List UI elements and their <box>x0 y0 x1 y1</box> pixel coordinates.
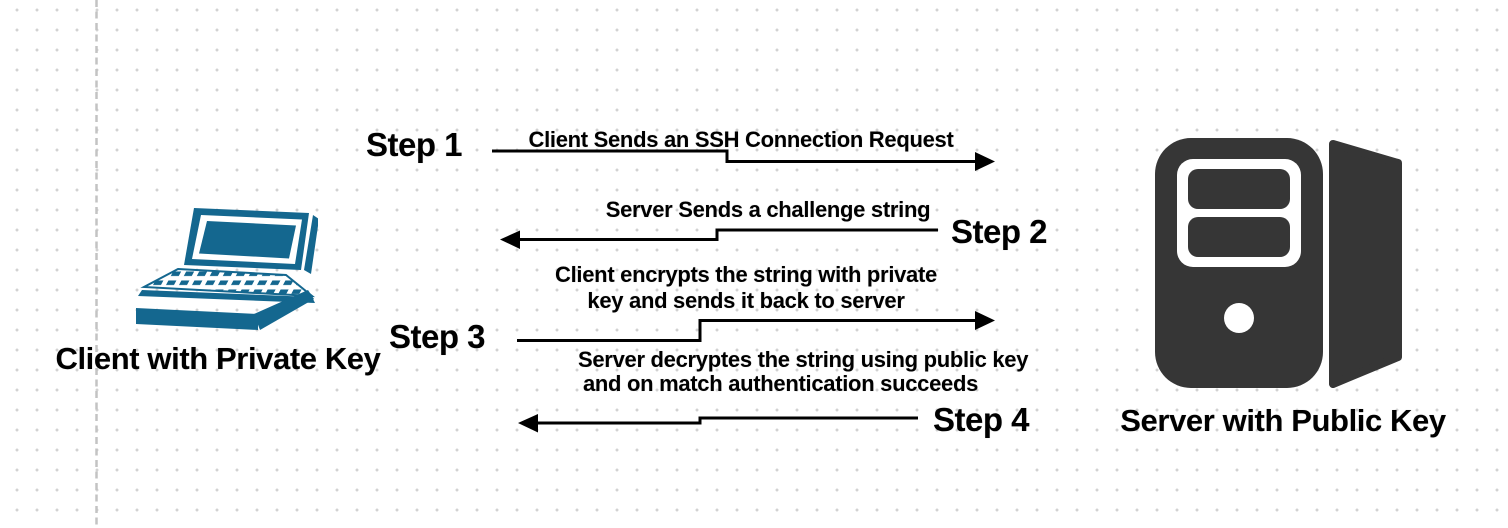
laptop-icon <box>136 208 319 330</box>
server-node <box>1153 136 1411 392</box>
arrowhead-left-step-4 <box>518 414 538 433</box>
arrowhead-right-step-3 <box>975 311 995 330</box>
step-4-message: Server decryptes the string using public… <box>578 347 1029 396</box>
step-4-message-line-2: and on match authentication succeeds <box>582 371 979 396</box>
step-4-label: Step 4 <box>933 401 1030 438</box>
arrowhead-left-step-2 <box>500 230 520 249</box>
server-tower-icon <box>1155 138 1402 388</box>
step-3-label: Step 3 <box>389 318 486 355</box>
arrow-step-4 <box>518 414 918 433</box>
step-1-message: Client Sends an SSH Connection Request <box>528 127 954 152</box>
step-3-message: Client encrypts the string with private … <box>546 262 946 314</box>
arrowhead-right-step-1 <box>975 152 995 171</box>
step-2-message: Server Sends a challenge string <box>605 197 931 222</box>
client-label: Client with Private Key <box>55 341 381 376</box>
step-2-label: Step 2 <box>951 213 1048 250</box>
arrow-step-3 <box>517 311 995 342</box>
step-1-label: Step 1 <box>366 126 463 163</box>
arrow-step-1 <box>492 149 995 171</box>
client-node <box>128 206 319 338</box>
step-4-message-line-1: Server decryptes the string using public… <box>578 347 1029 372</box>
arrow-step-2 <box>500 228 938 249</box>
step-3-message-line-2: key and sends it back to server <box>587 288 905 313</box>
step-3-message-line-1: Client encrypts the string with private <box>555 262 937 287</box>
server-label: Server with Public Key <box>1120 403 1446 438</box>
